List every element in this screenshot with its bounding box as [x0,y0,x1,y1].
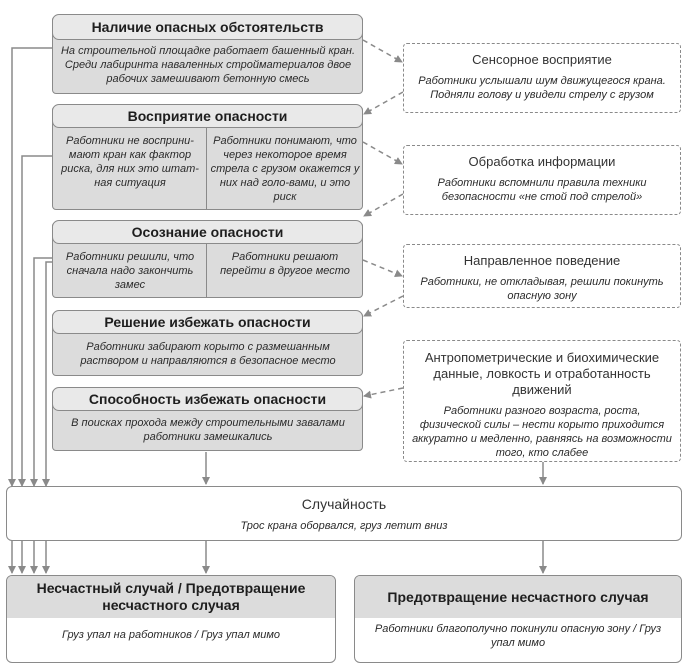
anthropometric-text: Работники разного возраста, роста, физич… [412,405,672,459]
chance-box [6,486,682,541]
processing-box [403,145,681,215]
accident-outcome-text: Груз упал на работников / Груз упал мимо [61,629,281,641]
awareness-title: Осознание опасности [52,220,363,244]
accident-outcome-title: Несчастный случай / Предотвращение несча… [7,576,335,618]
decision-title: Решение избежать опасности [52,310,363,334]
sensory-text: Работники услышали шум движущегося крана… [418,75,666,101]
perception-title: Восприятие опасности [52,104,363,128]
decision-text: Работники забирают корыто с размешанным … [80,341,336,367]
chance-title: Случайность [301,496,387,512]
perception-text-right: Работники понимают, что через некоторое … [210,135,360,203]
chance-text: Трос крана оборвался, груз летит вниз [240,520,448,532]
dashed-flow-connectors [362,39,404,399]
awareness-text-left: Работники решили, что сначала надо закон… [65,251,195,291]
anthropometric-box [403,340,681,462]
ability-title: Способность избежать опасности [52,387,363,411]
perception-divider [206,128,207,210]
sensory-box [403,43,681,113]
anthropometric-title: Антропометрические и биохимические данны… [424,350,660,397]
ability-text: В поисках прохода между строительными за… [71,417,345,443]
hazards-text: На строительной площадке работает башенн… [60,45,356,85]
behavior-title: Направленное поведение [463,253,621,268]
awareness-text-right: Работники решают перейти в другое место [220,251,350,277]
processing-text: Работники вспомнили правила техники безо… [437,177,647,203]
sensory-title: Сенсорное восприятие [472,52,612,67]
behavior-text: Работники, не откладывая, решили покинут… [420,276,664,302]
awareness-divider [206,244,207,298]
hazards-title: Наличие опасных обстоятельств [52,14,363,40]
perception-text-left: Работники не восприни-мают кран как факт… [61,135,199,189]
prevention-outcome-title: Предотвращение несчастного случая [355,576,681,618]
processing-title: Обработка информации [468,154,616,169]
behavior-box [403,244,681,308]
prevention-outcome-text: Работники благополучно покинули опасную … [374,623,662,649]
